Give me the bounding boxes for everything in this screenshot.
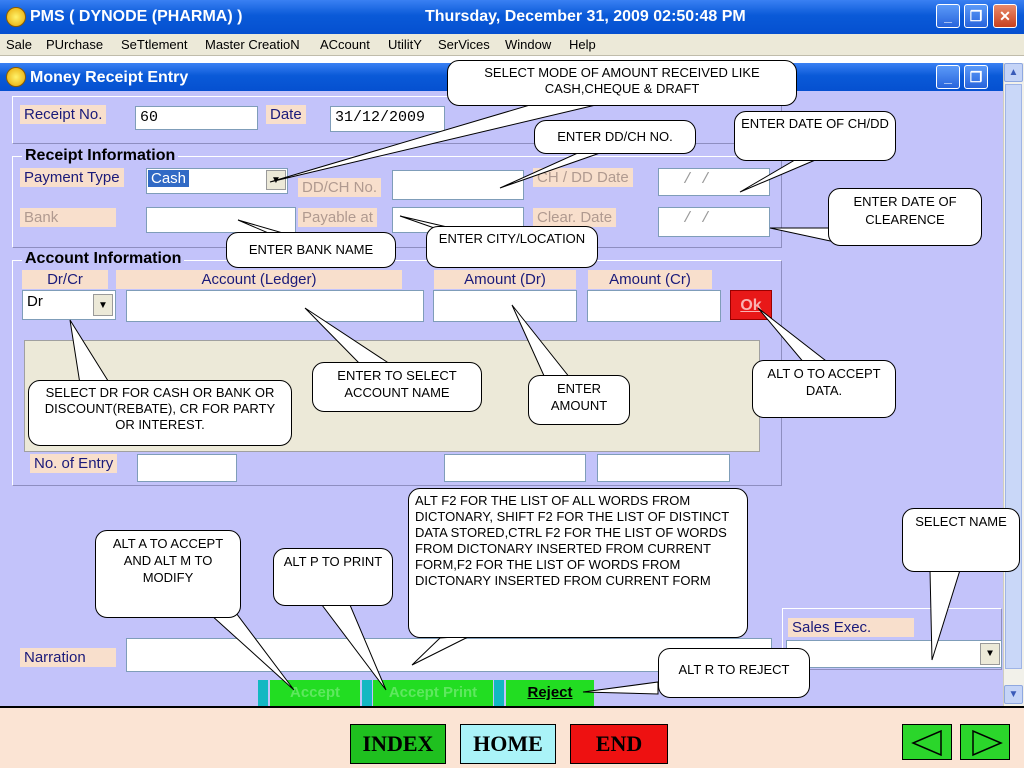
clear-date-label: Clear. Date — [533, 208, 617, 227]
chevron-down-icon[interactable]: ▼ — [266, 170, 286, 190]
end-button[interactable]: END — [570, 724, 668, 764]
narration-label: Narration — [20, 648, 116, 667]
payment-type-value: Cash — [148, 170, 190, 187]
sales-exec-label: Sales Exec. — [788, 618, 914, 637]
payment-type-select[interactable]: Cash ▼ — [146, 168, 288, 194]
callout-print: ALT P TO PRINT — [273, 548, 393, 606]
drcr-column-header: Dr/Cr — [22, 270, 108, 289]
callout-chdd-date: ENTER DATE OF CH/DD — [734, 111, 896, 161]
sales-exec-group — [782, 608, 1002, 670]
callout-ok: ALT O TO ACCEPT DATA. — [752, 360, 896, 418]
payable-at-label: Payable at — [298, 208, 377, 227]
amount-cr-input[interactable] — [587, 290, 721, 322]
callout-bank: ENTER BANK NAME — [226, 232, 396, 268]
amount-dr-input[interactable] — [433, 290, 577, 322]
clear-date-input[interactable]: / / — [658, 207, 770, 237]
callout-drcr: SELECT DR FOR CASH OR BANK OR DISCOUNT(R… — [28, 380, 292, 446]
date-input[interactable]: 31/12/2009 — [330, 106, 445, 132]
receipt-no-label: Receipt No. — [20, 105, 107, 124]
callout-select-name: SELECT NAME — [902, 508, 1020, 572]
minimize-button[interactable]: _ — [936, 4, 960, 28]
menu-settlement[interactable]: SeTtlement — [121, 37, 188, 52]
menu-services[interactable]: SerVices — [438, 37, 490, 52]
index-button[interactable]: INDEX — [350, 724, 446, 764]
reject-button[interactable]: Reject — [506, 680, 594, 706]
ok-button[interactable]: Ok — [730, 290, 772, 320]
app-title: PMS ( DYNODE (PHARMA) ) — [30, 8, 243, 25]
form-minimize-button[interactable]: _ — [936, 65, 960, 89]
callout-amount: ENTER AMOUNT — [528, 375, 630, 425]
callout-city: ENTER CITY/LOCATION — [426, 226, 598, 268]
amount-cr-column-header: Amount (Cr) — [588, 270, 712, 289]
callout-account: ENTER TO SELECT ACCOUNT NAME — [312, 362, 482, 412]
ddch-no-input[interactable] — [392, 170, 524, 200]
account-info-title: Account Information — [22, 250, 185, 268]
receipt-info-title: Receipt Information — [22, 147, 179, 165]
chevron-down-icon[interactable]: ▼ — [93, 294, 113, 316]
account-column-header: Account (Ledger) — [116, 270, 402, 289]
total-dr-input[interactable] — [444, 454, 586, 482]
form-maximize-button[interactable]: ❐ — [964, 65, 988, 89]
receipt-no-input[interactable]: 60 — [135, 106, 258, 130]
bank-input[interactable] — [146, 207, 296, 233]
menu-utility[interactable]: UtilitY — [388, 37, 422, 52]
bank-label: Bank — [20, 208, 116, 227]
button-edge — [258, 680, 268, 706]
app-icon — [6, 7, 26, 27]
callout-mode: SELECT MODE OF AMOUNT RECEIVED LIKE CASH… — [447, 60, 797, 106]
maximize-button[interactable]: ❐ — [964, 4, 988, 28]
scroll-up-icon[interactable]: ▲ — [1004, 63, 1023, 82]
sales-exec-select[interactable]: ▼ — [786, 640, 1002, 668]
account-ledger-input[interactable] — [126, 290, 424, 322]
accept-print-button[interactable]: Accept Print — [373, 680, 493, 706]
accept-button[interactable]: Accept — [270, 680, 360, 706]
callout-reject: ALT R TO REJECT — [658, 648, 810, 698]
datetime-display: Thursday, December 31, 2009 02:50:48 PM — [425, 8, 746, 25]
scroll-thumb[interactable] — [1005, 84, 1022, 669]
title-bar: PMS ( DYNODE (PHARMA) ) Thursday, Decemb… — [0, 0, 1024, 34]
callout-accept: ALT A TO ACCEPT AND ALT M TO MODIFY — [95, 530, 241, 618]
no-of-entry-label: No. of Entry — [30, 454, 118, 473]
menu-bar: Sale PUrchase SeTtlement Master CreatioN… — [0, 34, 1024, 56]
form-icon — [6, 67, 26, 87]
no-of-entry-input[interactable] — [137, 454, 237, 482]
callout-f2-lists: ALT F2 FOR THE LIST OF ALL WORDS FROM DI… — [408, 488, 748, 638]
menu-sale[interactable]: Sale — [6, 37, 33, 52]
prev-page-button[interactable] — [902, 724, 952, 760]
menu-window[interactable]: Window — [505, 37, 552, 52]
total-cr-input[interactable] — [597, 454, 730, 482]
menu-master-creation[interactable]: Master CreatioN — [205, 37, 300, 52]
close-button[interactable]: ✕ — [993, 4, 1017, 28]
callout-ddch-no: ENTER DD/CH NO. — [534, 120, 696, 154]
payment-type-label: Payment Type — [20, 168, 124, 187]
arrow-right-icon — [972, 729, 1003, 757]
form-title: Money Receipt Entry — [30, 69, 189, 86]
menu-account[interactable]: ACcount — [320, 37, 370, 52]
drcr-value: Dr — [27, 293, 43, 310]
menu-purchase[interactable]: PUrchase — [46, 37, 104, 52]
arrow-left-icon — [911, 729, 942, 757]
chevron-down-icon[interactable]: ▼ — [980, 643, 1000, 665]
next-page-button[interactable] — [960, 724, 1010, 760]
home-button[interactable]: HOME — [460, 724, 556, 764]
menu-help[interactable]: Help — [569, 37, 596, 52]
button-edge — [494, 680, 504, 706]
callout-clear-date: ENTER DATE OF CLEARENCE — [828, 188, 982, 246]
drcr-select[interactable]: Dr ▼ — [22, 290, 116, 320]
vertical-scrollbar[interactable]: ▲ ▼ — [1003, 63, 1024, 706]
bottom-nav-bar: INDEX HOME END — [0, 706, 1024, 768]
date-label: Date — [266, 105, 306, 124]
scroll-down-icon[interactable]: ▼ — [1004, 685, 1023, 704]
ch-dd-date-input[interactable]: / / — [658, 168, 770, 196]
amount-dr-column-header: Amount (Dr) — [434, 270, 576, 289]
button-edge — [362, 680, 372, 706]
ch-dd-date-label: CH / DD Date — [533, 168, 633, 187]
ddch-no-label: DD/CH No. — [298, 178, 382, 197]
